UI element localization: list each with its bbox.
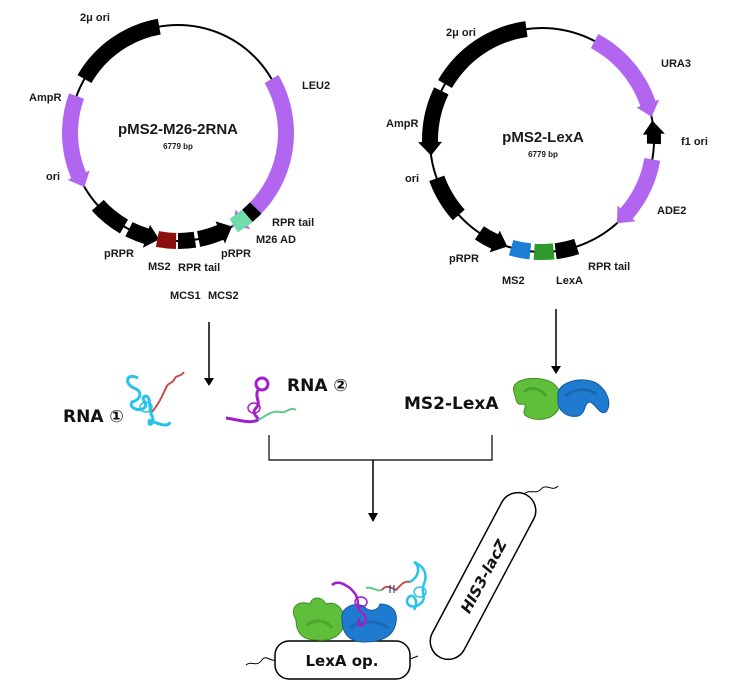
lexa-operator-label: LexA op. [306,652,379,670]
rna2-illustration [225,376,297,424]
feature-right-prpr-arrow [474,226,508,253]
plasmid-left: pMS2-M26-2RNA 6779 bp 2μ ori AmpR LEU2 o… [29,12,330,302]
label-left-ampr: AmpR [29,92,61,104]
plasmid-right-features [418,21,665,260]
ms2-lexa-protein [513,378,610,420]
bound-rna2-green [365,586,383,592]
lexa-operator-box [274,640,411,680]
reporter-gene-box [429,491,537,661]
label-right-ms2: MS2 [502,275,525,287]
arrowhead-right [551,366,561,374]
rna1-red-strand [151,371,185,413]
plasmid-left-title: pMS2-M26-2RNA [118,121,238,138]
label-right-2micron-ori: 2μ ori [446,27,476,39]
rna1-label: RNA ① [63,407,124,427]
plasmid-right: pMS2-LexA 6779 bp 2μ ori AmpR URA3 f1 or… [386,21,708,287]
label-left-rpr-tail-2: RPR tail [272,217,314,229]
plasmid-left-features [61,18,295,249]
feature-left-prpr-2-arrow [197,221,232,247]
label-right-ori: ori [405,173,419,185]
label-left-ms2: MS2 [148,261,171,273]
feature-left-ampr [61,93,90,187]
label-right-f1-ori: f1 ori [681,136,708,148]
feature-right-ura3 [590,34,660,117]
label-left-prpr-1: pRPR [104,248,134,260]
lexa-domain-shade [522,387,548,397]
feature-right-f1-ori [642,120,665,145]
bound-rna2-hairpin [354,596,368,608]
rna2-green-strand [257,407,297,421]
arrowhead-left [204,378,214,386]
feature-right-ade2 [616,158,661,224]
label-left-leu2: LEU2 [302,80,330,92]
label-right-ura3: URA3 [661,58,691,70]
rna2-label: RNA ② [287,376,348,396]
plasmid-right-title: pMS2-LexA [502,129,584,146]
fusion-protein-label: MS2-LexA [404,394,499,414]
rna2-hairpin [247,402,261,414]
bound-ms2-shade [349,620,389,630]
ms2-domain-blue [557,379,610,417]
dna-right-squiggle [523,485,559,495]
bound-lexa-domain [292,597,345,641]
reporter-gene-capsule: HIS3-lacZ [429,491,537,661]
rna2-purple-strand [225,389,260,424]
flow-arrows [204,309,561,522]
bound-lexa-shade [304,619,334,629]
bound-rna-basepairs [389,585,395,593]
reporter-complex: LexA op. HIS3-lacZ [245,485,559,680]
rna1-hairpin [139,401,153,413]
lexa-domain-green [513,378,562,420]
feature-right-ampr [418,87,449,156]
feature-right-ms2 [508,239,532,260]
feature-left-prpr-1-arrow [125,222,160,248]
bound-rna2-purple [331,581,368,627]
label-left-ori: ori [46,171,60,183]
dna-linker [409,655,419,660]
label-right-ampr: AmpR [386,118,418,130]
dna-left-squiggle [245,657,277,666]
feature-left-2micron-ori [77,18,161,84]
rna1-cyan-strand [126,374,155,426]
feature-left-rpr-tail-1 [178,231,197,249]
feature-left-m26-ad [229,209,253,233]
rna2-loop [254,376,270,392]
feature-right-lexa [533,243,555,260]
feature-left-ms2 [155,231,177,249]
merge-bracket [268,435,493,461]
label-left-2micron-ori: 2μ ori [80,12,110,24]
feature-left-ori [91,199,128,234]
feature-right-rpr-tail [554,238,580,260]
bound-rna1-cyan [405,560,427,611]
bound-rna1-red [381,580,411,592]
label-right-ade2: ADE2 [657,205,686,217]
label-mcs1: MCS1 [170,290,201,302]
label-left-m26-ad: M26 AD [256,234,296,246]
feature-left-leu2 [232,75,295,229]
plasmid-right-size: 6779 bp [528,150,558,159]
plasmid-left-size: 6779 bp [163,142,193,151]
label-left-rpr-tail-1: RPR tail [178,262,220,274]
arrowhead-merge [368,513,378,522]
label-left-prpr-2: pRPR [221,248,251,260]
feature-right-ori [429,175,465,221]
ms2-domain-shade [564,388,597,398]
bound-rna1-hairpin [413,586,427,598]
feature-right-2micron-ori [438,21,528,88]
feature-left-rpr-tail-2 [242,202,262,222]
label-mcs2: MCS2 [208,290,239,302]
label-right-prpr: pRPR [449,253,479,265]
label-right-rpr-tail: RPR tail [588,261,630,273]
rna1-cyan-tail [147,418,172,427]
label-right-lexa: LexA [556,275,583,287]
rna1-illustration [126,371,185,427]
